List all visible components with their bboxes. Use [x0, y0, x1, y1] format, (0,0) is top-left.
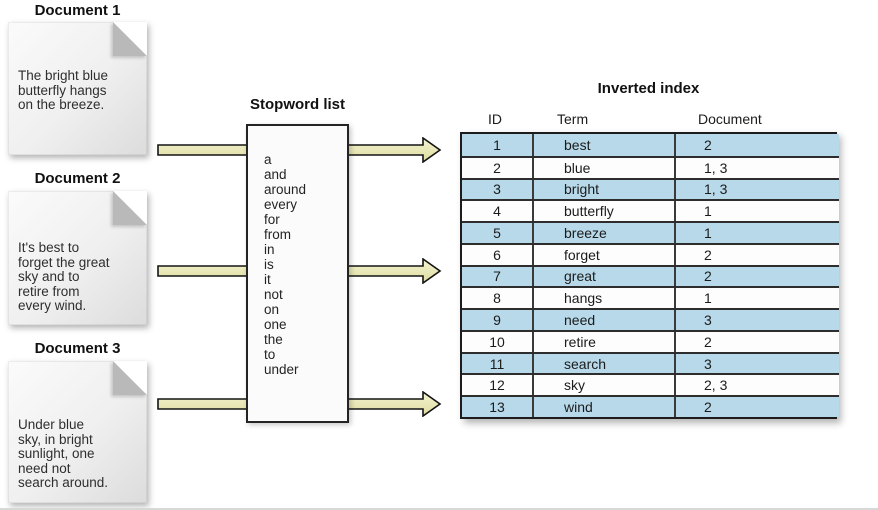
- cell-term: hangs: [532, 288, 674, 309]
- table-row: 5 breeze 1: [462, 221, 839, 243]
- table-row: 10 retire 2: [462, 329, 839, 352]
- cell-id: 9: [493, 312, 501, 329]
- document-text-line: It's best to: [18, 240, 80, 255]
- cell-id: 7: [493, 268, 501, 285]
- cell-document: 1, 3: [674, 157, 839, 178]
- document-text-line: sky, in bright: [18, 431, 93, 447]
- stopword-item: in: [264, 242, 275, 257]
- cell-document: 2: [674, 266, 839, 287]
- cell-id: 10: [489, 333, 505, 350]
- cell-id: 1: [493, 136, 501, 153]
- stopword-item: one: [264, 317, 287, 332]
- stopword-item: around: [264, 182, 307, 197]
- table-row: 9 need 3: [462, 308, 839, 330]
- cell-document: 1: [674, 223, 839, 243]
- column-header-term: Term: [557, 111, 589, 127]
- cell-document: 2: [674, 397, 839, 417]
- cell-id: 13: [489, 399, 505, 416]
- document-text-line: every wind.: [18, 298, 87, 314]
- table-row: 2 blue 1, 3: [462, 155, 839, 178]
- column-header-id: ID: [488, 111, 502, 127]
- stopword-item: it: [264, 272, 271, 287]
- cell-id: 12: [489, 377, 505, 394]
- cell-term: breeze: [532, 223, 674, 243]
- stopword-item: on: [264, 302, 280, 317]
- document-1-title: Document 1: [34, 2, 121, 19]
- cell-id: 4: [493, 203, 501, 220]
- document-text-line: butterfly hangs: [18, 82, 107, 98]
- table-row: 7 great 2: [462, 264, 839, 287]
- document-text-line: forget the great: [18, 254, 110, 270]
- document-text-line: The bright blue: [18, 68, 109, 83]
- cell-document: 3: [674, 353, 839, 374]
- stopword-item: to: [264, 347, 276, 362]
- cell-term: great: [532, 266, 674, 287]
- cell-term: sky: [532, 375, 674, 396]
- document-text-line: need not: [18, 460, 71, 476]
- cell-term: search: [532, 353, 674, 374]
- inverted-index-column-headers: ID Term Document: [460, 108, 837, 130]
- cell-id: 6: [493, 246, 501, 263]
- cell-id: 3: [493, 181, 501, 198]
- table-row: 4 butterfly 1: [462, 199, 839, 222]
- table-row: 13 wind 2: [462, 395, 839, 417]
- document-text-line: sunlight, one: [18, 446, 95, 462]
- stopword-list-title: Stopword list: [250, 96, 345, 113]
- cell-term: need: [532, 310, 674, 330]
- stopword-item: not: [264, 287, 283, 302]
- document-text-line: sky and to: [18, 269, 80, 285]
- document-text-line: search around.: [18, 475, 109, 491]
- document-text-line: Under blue: [18, 417, 85, 432]
- cell-document: 2, 3: [674, 375, 839, 396]
- cell-term: butterfly: [532, 201, 674, 222]
- document-text-line: on the breeze.: [18, 97, 105, 113]
- table-row: 8 hangs 1: [462, 286, 839, 309]
- inverted-index-table: 1 best 2 2 blue 1, 3 3 bright 1, 3 4 but…: [460, 132, 839, 419]
- document-text-line: retire from: [18, 283, 80, 299]
- cell-document: 3: [674, 310, 839, 330]
- cell-document: 2: [674, 244, 839, 265]
- table-row: 1 best 2: [462, 134, 839, 156]
- stopword-item: from: [264, 227, 291, 242]
- stopword-item: under: [264, 362, 299, 377]
- document-2-title: Document 2: [34, 170, 121, 187]
- cell-document: 2: [674, 331, 839, 352]
- cell-id: 8: [493, 290, 501, 307]
- cell-id: 2: [493, 159, 501, 176]
- stopword-item: for: [264, 212, 280, 227]
- cell-term: bright: [532, 179, 674, 200]
- cell-term: blue: [532, 157, 674, 178]
- table-row: 3 bright 1, 3: [462, 177, 839, 200]
- stopword-item: the: [264, 332, 283, 347]
- cell-term: forget: [532, 244, 674, 265]
- inverted-index-title: Inverted index: [597, 80, 700, 97]
- document-3-title: Document 3: [34, 340, 121, 357]
- stopword-item: a: [264, 152, 272, 167]
- table-row: 12 sky 2, 3: [462, 373, 839, 396]
- cell-term: wind: [532, 397, 674, 417]
- table-row: 6 forget 2: [462, 242, 839, 265]
- stopword-item: every: [264, 197, 298, 212]
- cell-document: 2: [674, 134, 839, 156]
- table-row: 11 search 3: [462, 351, 839, 374]
- cell-document: 1, 3: [674, 179, 839, 200]
- stopword-item: is: [264, 257, 274, 272]
- cell-document: 1: [674, 201, 839, 222]
- cell-document: 1: [674, 288, 839, 309]
- cell-id: 11: [489, 355, 505, 372]
- cell-term: best: [532, 134, 674, 156]
- stopword-item: and: [264, 167, 287, 182]
- column-header-document: Document: [698, 111, 762, 127]
- cell-term: retire: [532, 331, 674, 352]
- cell-id: 5: [493, 224, 501, 241]
